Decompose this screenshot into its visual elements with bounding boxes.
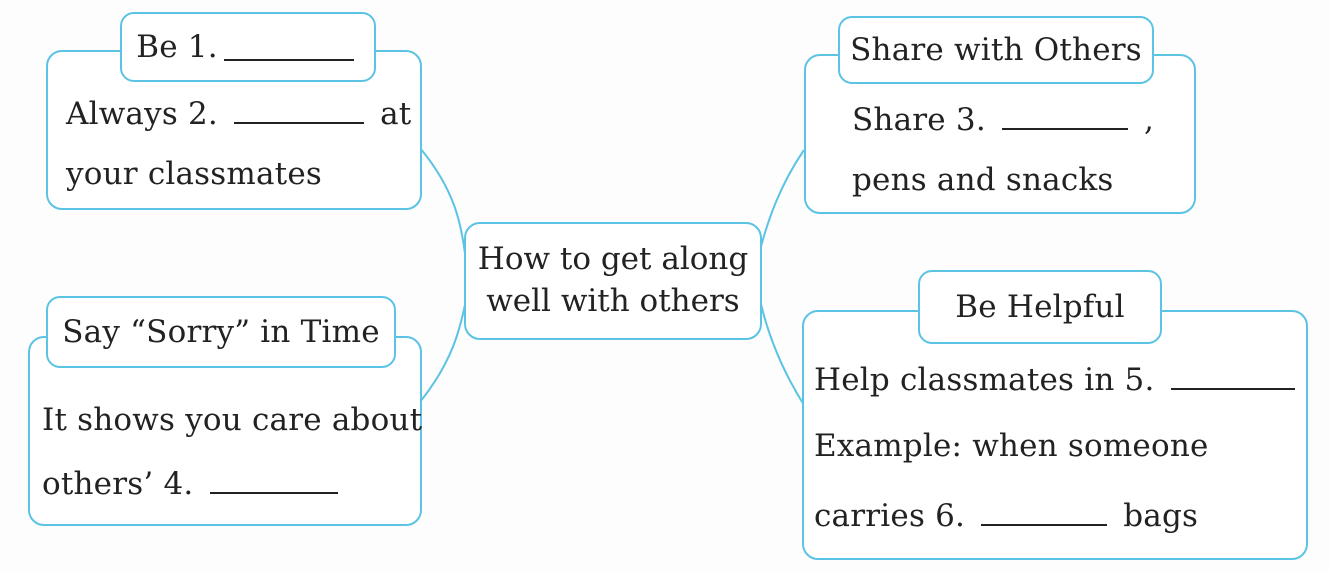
connector-bottom-right <box>759 299 805 406</box>
line-1-prefix: Share 3. <box>852 102 986 138</box>
line-1-prefix: Always 2. <box>66 96 218 132</box>
blank-3 <box>1001 102 1128 130</box>
blank-5 <box>1170 362 1295 390</box>
topic-helpful-line-3: carries 6. bags <box>814 498 1198 534</box>
topic-share-title: Share with Others <box>838 16 1154 84</box>
center-line-1: How to get along <box>477 241 749 277</box>
topic-be-friendly-line-2: your classmates <box>66 156 322 192</box>
topic-say-sorry-line-1: It shows you care about <box>42 402 423 438</box>
connector-top-right <box>759 149 805 251</box>
center-line-2: well with others <box>486 283 740 319</box>
line-3-suffix: bags <box>1123 498 1199 534</box>
center-text: How to get along well with others <box>466 238 760 322</box>
topic-say-sorry-line-2: others’ 4. <box>42 466 344 502</box>
topic-be-friendly-title: Be 1. <box>120 12 376 82</box>
line-3-prefix: carries 6. <box>814 498 966 534</box>
blank-2 <box>234 96 365 124</box>
topic-share-line-2: pens and snacks <box>852 162 1114 198</box>
blank-6 <box>981 498 1108 526</box>
line-1-prefix: Help classmates in 5. <box>814 362 1155 398</box>
topic-helpful-line-1: Help classmates in 5. <box>814 362 1301 398</box>
topic-helpful-title: Be Helpful <box>918 270 1162 344</box>
topic-be-friendly-line-1: Always 2. at <box>66 96 411 132</box>
center-node: How to get along well with others <box>464 222 762 340</box>
line-1-suffix: at <box>380 96 412 132</box>
line-2-prefix: others’ 4. <box>42 466 194 502</box>
title-prefix: Be 1. <box>136 29 218 65</box>
topic-say-sorry-title: Say “Sorry” in Time <box>46 296 396 368</box>
connector-top-left <box>419 147 467 263</box>
topic-helpful-line-2: Example: when someone <box>814 428 1209 464</box>
topic-helpful-box: Help classmates in 5. Example: when some… <box>802 310 1308 560</box>
line-1-suffix: , <box>1144 102 1155 138</box>
topic-share-line-1: Share 3. , <box>852 102 1154 138</box>
connector-bottom-left <box>419 299 467 403</box>
blank-4 <box>209 466 338 494</box>
blank-1 <box>223 33 354 61</box>
